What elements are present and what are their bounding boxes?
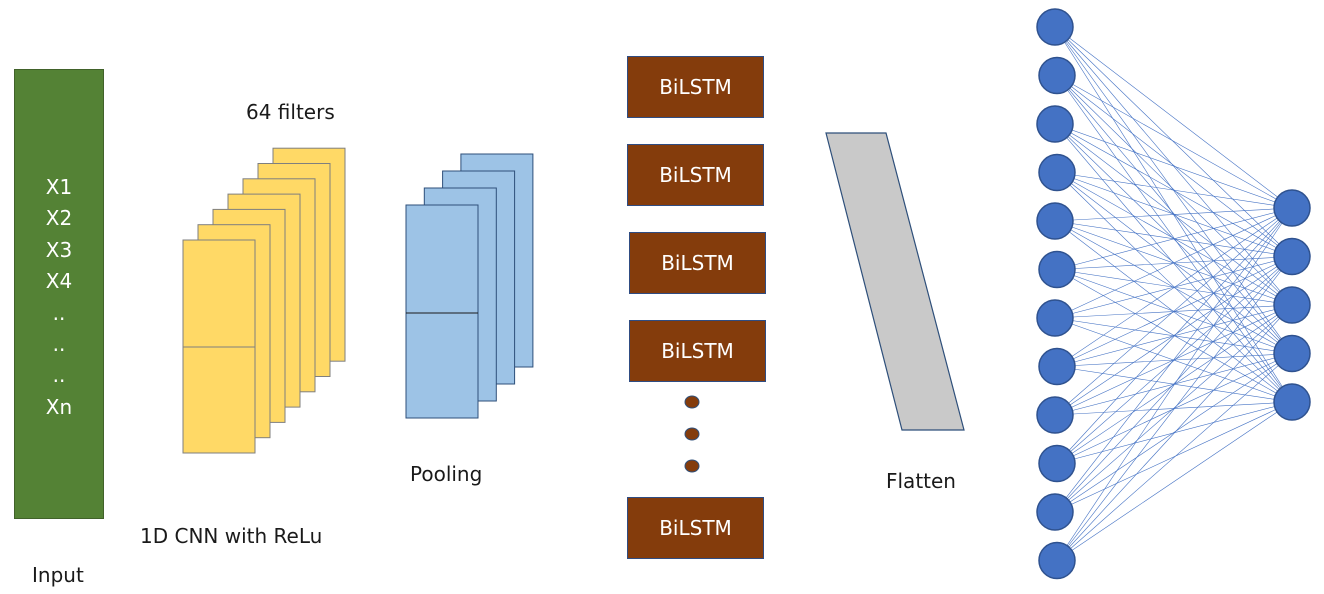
input-feature-x1: X1: [45, 175, 73, 199]
input-feature-xn: Xn: [45, 394, 73, 419]
output-neuron: [1273, 334, 1311, 373]
bilstm-block: BiLSTM: [627, 56, 764, 118]
output-neuron: [1273, 383, 1311, 421]
connection-edge: [1056, 207, 1293, 270]
input-neuron: [1038, 541, 1076, 580]
input-feature-x2: X2: [45, 206, 73, 231]
bilstm-block: BiLSTM: [627, 497, 764, 559]
input-feature-ellipsis: ..: [52, 300, 66, 325]
connection-edge: [1056, 256, 1293, 367]
input-neuron: [1036, 202, 1074, 240]
connection-edge: [1054, 353, 1293, 513]
connection-edge: [1056, 207, 1293, 464]
input-neuron: [1036, 396, 1074, 434]
input-neuron: [1036, 105, 1074, 143]
input-feature-x4: X4: [45, 269, 73, 294]
output-neuron: [1273, 286, 1311, 324]
bilstm-block: BiLSTM: [627, 144, 764, 206]
ellipsis-dot: [684, 427, 700, 441]
connection-edge: [1056, 256, 1293, 270]
pooling-label: Pooling: [410, 462, 483, 486]
flatten-layer: [825, 132, 965, 431]
connection-edge: [1054, 26, 1293, 209]
connection-edge: [1056, 256, 1293, 464]
connection-edge: [1054, 123, 1293, 209]
connection-edge: [1054, 26, 1293, 257]
connection-edge: [1054, 256, 1293, 513]
input-label: Input: [32, 563, 84, 587]
input-feature-ellipsis: ..: [52, 331, 66, 356]
connection-edge: [1056, 304, 1293, 561]
dense-nodes: [1036, 8, 1311, 580]
pooling-stack: [405, 153, 534, 419]
input-neuron: [1038, 56, 1076, 95]
connection-edge: [1054, 207, 1293, 222]
pooling-map: [405, 204, 479, 419]
input-neuron: [1036, 299, 1074, 337]
cnn-caption: 1D CNN with ReLu: [140, 524, 323, 548]
input-layer: [14, 69, 104, 519]
ellipsis-dot: [684, 459, 700, 473]
input-feature-x3: X3: [45, 237, 73, 262]
connection-edge: [1056, 353, 1293, 561]
cnn-filter-stack: [182, 147, 346, 454]
connection-edge: [1056, 75, 1293, 257]
connection-edge: [1056, 172, 1293, 209]
bilstm-block: BiLSTM: [629, 232, 766, 294]
flatten-label: Flatten: [886, 469, 956, 493]
connection-edge: [1054, 256, 1293, 319]
connection-edge: [1056, 401, 1293, 561]
output-neuron: [1273, 237, 1311, 276]
ellipsis-dot: [684, 395, 700, 409]
connection-edge: [1054, 256, 1293, 416]
input-neuron: [1036, 493, 1074, 531]
output-neuron: [1273, 189, 1311, 227]
input-neuron: [1038, 153, 1076, 192]
filters-label: 64 filters: [246, 100, 335, 124]
connection-edge: [1054, 401, 1293, 513]
connection-edge: [1054, 304, 1293, 513]
input-neuron: [1038, 250, 1076, 289]
dense-connections: [1054, 26, 1293, 561]
connection-edge: [1054, 207, 1293, 319]
connection-edge: [1056, 207, 1293, 367]
bilstm-block: BiLSTM: [629, 320, 766, 382]
input-neuron: [1038, 444, 1076, 483]
connection-edge: [1054, 207, 1293, 513]
input-neuron: [1036, 8, 1074, 46]
input-neuron: [1038, 347, 1076, 386]
input-feature-list: X1 X2 X3 X4 .. .. .. Xn: [14, 172, 104, 423]
input-feature-ellipsis: ..: [52, 363, 66, 388]
connection-edge: [1056, 75, 1293, 209]
connection-edge: [1056, 256, 1293, 561]
connection-edge: [1054, 207, 1293, 416]
connection-edge: [1056, 207, 1293, 561]
bilstm-ellipsis-dots: [684, 395, 700, 473]
